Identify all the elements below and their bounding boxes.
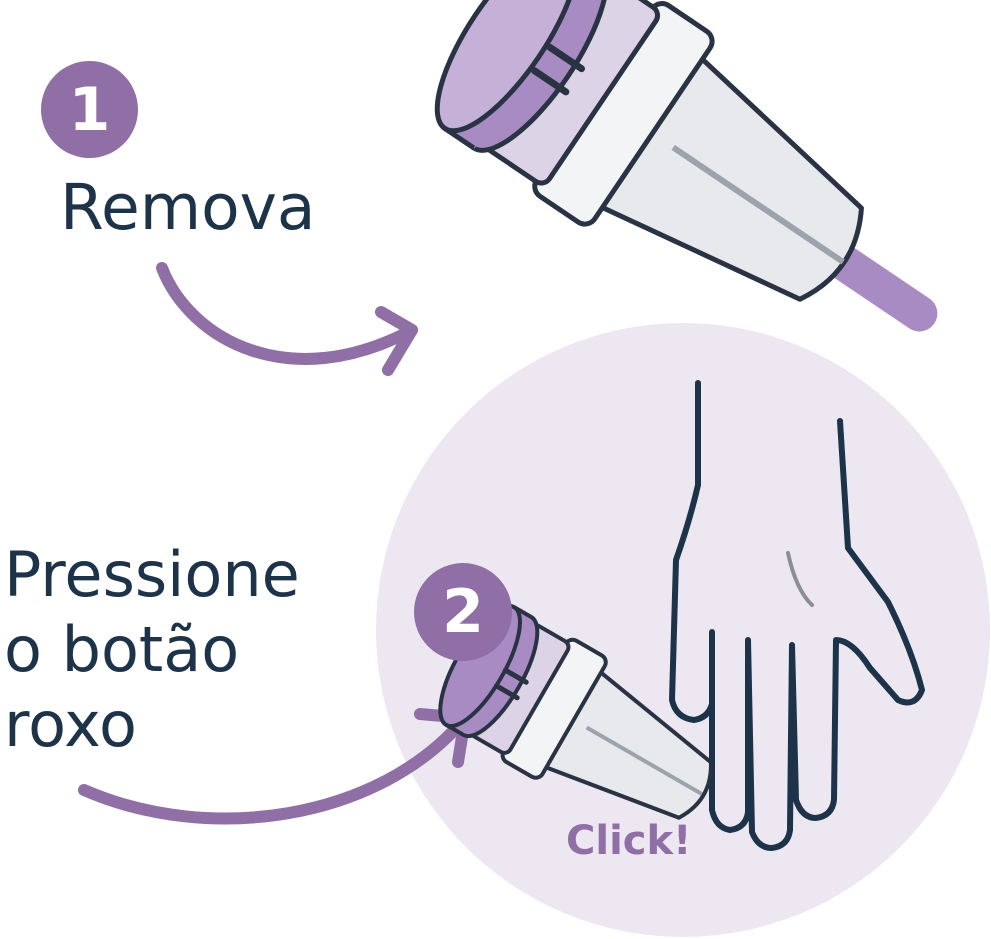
step-2-line-1: Pressione — [4, 538, 300, 611]
step-1-instruction: Remova — [60, 176, 316, 239]
step-2-badge: 2 — [414, 563, 512, 661]
step-2-line-3: roxo — [4, 688, 137, 761]
lancet-device-icon — [434, 0, 938, 332]
step-2-instruction: Pressione o botão roxo — [4, 537, 300, 762]
step-2-line-2: o botão — [4, 613, 240, 686]
step-2-number: 2 — [442, 577, 484, 647]
click-label: Click! — [566, 818, 692, 864]
step-1-badge: 1 — [41, 61, 138, 158]
curved-arrow-icon — [156, 262, 418, 376]
lancet-device-icon — [438, 603, 713, 820]
hand-outline-icon — [669, 380, 925, 851]
step-1-text: Remova — [60, 171, 316, 244]
step-1-number: 1 — [68, 74, 111, 145]
